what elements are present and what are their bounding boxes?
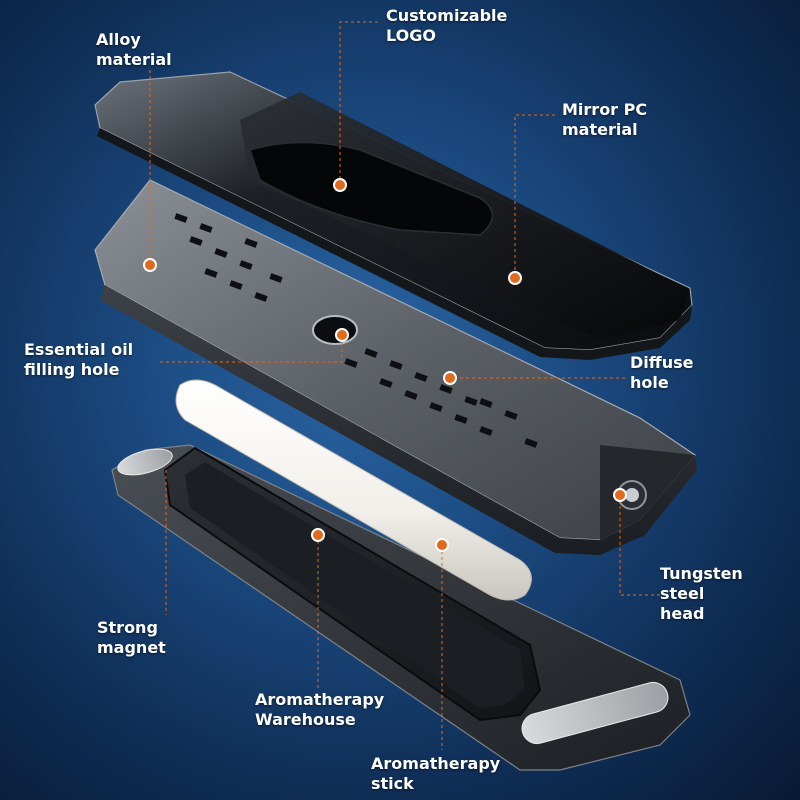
callout-markers: [143, 178, 627, 552]
label-mirror-pc: Mirror PC material: [562, 100, 648, 139]
marker-stick: [435, 538, 449, 552]
label-aroma-stick: Aromatherapy stick: [371, 754, 501, 793]
label-customizable-logo: Customizable LOGO: [386, 6, 508, 45]
label-strong-magnet: Strong magnet: [97, 618, 166, 657]
marker-tungsten: [613, 488, 627, 502]
marker-warehouse: [311, 528, 325, 542]
label-aroma-warehouse: Aromatherapy Warehouse: [255, 690, 385, 729]
label-essential-oil: Essential oil filling hole: [24, 340, 134, 379]
top-shell: [94, 71, 693, 360]
base-tray: [111, 444, 691, 771]
marker-diffuse: [443, 371, 457, 385]
leader-lines: [149, 21, 660, 750]
marker-logo: [333, 178, 347, 192]
label-diffuse-hole: Diffuse hole: [630, 353, 694, 392]
marker-alloy: [143, 258, 157, 272]
marker-mirror: [508, 271, 522, 285]
alloy-body: [94, 179, 697, 555]
label-alloy-material: Alloy material: [96, 30, 172, 69]
label-tungsten-head: Tungsten steel head: [660, 564, 743, 623]
marker-oil: [335, 328, 349, 342]
